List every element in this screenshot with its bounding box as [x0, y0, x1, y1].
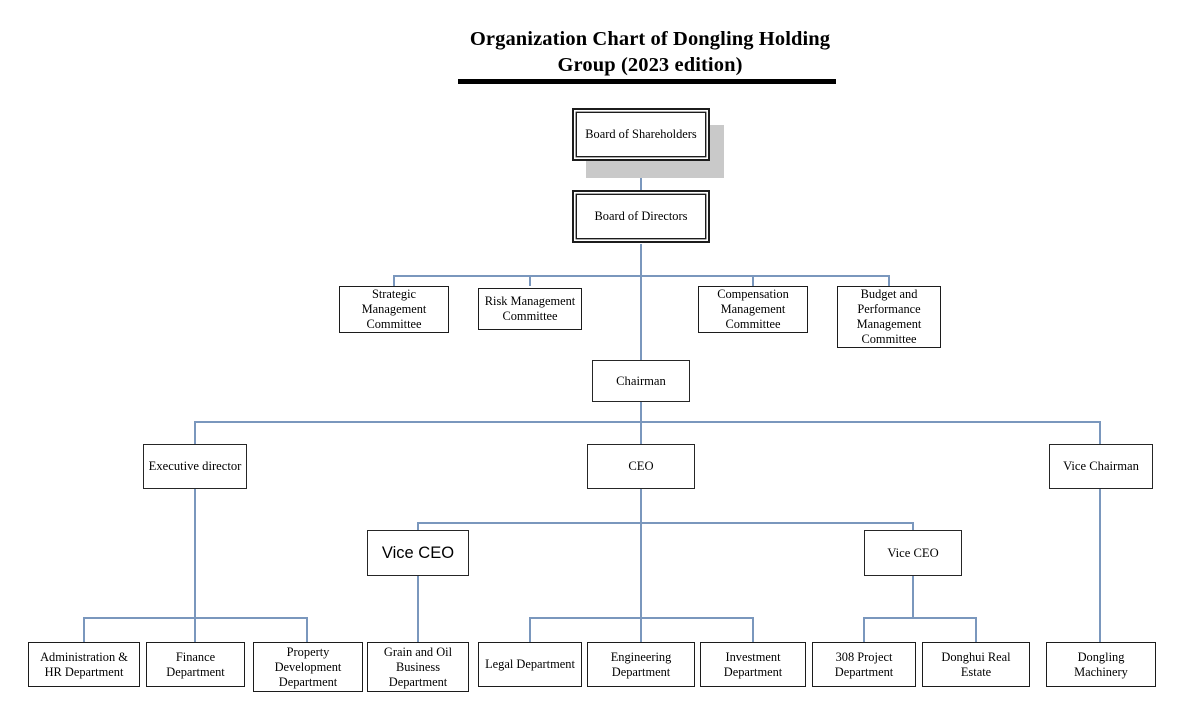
node-executive-director[interactable]: Executive director — [143, 444, 247, 489]
connector-to-budget-committee — [888, 275, 890, 286]
connector-vice-chairman-to-machinery — [1099, 489, 1101, 642]
node-grain-oil-business-department[interactable]: Grain and Oil Business Department — [367, 642, 469, 692]
title-underline-rule — [458, 79, 836, 84]
node-property-development-department[interactable]: Property Development Department — [253, 642, 363, 692]
connector-vice-ceo-right-bus — [863, 617, 976, 619]
connector-to-ceo — [640, 421, 642, 444]
connector-to-vice-chairman — [1099, 421, 1101, 444]
node-label-308-project-department: 308 Project Department — [834, 649, 894, 679]
connector-to-donghui-real-estate — [975, 617, 977, 642]
connector-directors-to-chairman — [640, 275, 642, 360]
node-legal-department[interactable]: Legal Department — [478, 642, 582, 687]
connector-to-executive-director — [194, 421, 196, 444]
node-chairman[interactable]: Chairman — [592, 360, 690, 402]
connector-shareholders-to-directors — [640, 166, 642, 190]
node-risk-management-committee[interactable]: Risk Management Committee — [478, 288, 582, 330]
connector-to-legal-department — [529, 617, 531, 642]
node-label-dongling-machinery: Dongling Machinery — [1074, 649, 1128, 679]
node-label-vice-ceo-left: Vice CEO — [381, 543, 455, 562]
connector-to-finance-department — [194, 617, 196, 642]
node-board-of-shareholders[interactable]: Board of Shareholders — [572, 108, 710, 161]
node-label-budget-performance-management-committee: Budget and Performance Management Commit… — [856, 287, 922, 346]
node-label-engineering-department: Engineering Department — [610, 649, 672, 679]
connector-vice-ceo-left-to-grain-oil — [417, 576, 419, 642]
node-label-grain-oil-business-department: Grain and Oil Business Department — [383, 644, 453, 689]
connector-to-admin-hr-department — [83, 617, 85, 642]
node-label-board-of-shareholders: Board of Shareholders — [585, 127, 697, 141]
node-board-of-directors[interactable]: Board of Directors — [572, 190, 710, 243]
node-308-project-department[interactable]: 308 Project Department — [812, 642, 916, 687]
chart-title: Organization Chart of Dongling Holding G… — [440, 26, 860, 78]
node-budget-performance-management-committee[interactable]: Budget and Performance Management Commit… — [837, 286, 941, 348]
connector-to-investment-department — [752, 617, 754, 642]
node-label-vice-ceo-right: Vice CEO — [887, 545, 939, 560]
node-vice-ceo-left[interactable]: Vice CEO — [367, 530, 469, 576]
connector-to-vice-ceo-right — [912, 522, 914, 530]
connector-ceo-stem — [640, 489, 642, 523]
connector-vice-ceo-bus — [418, 522, 914, 524]
chart-title-line-1: Organization Chart of Dongling Holding — [469, 28, 831, 50]
node-label-finance-department: Finance Department — [166, 649, 225, 679]
connector-executive-bus — [195, 421, 1101, 423]
node-strategic-management-committee[interactable]: Strategic Management Committee — [339, 286, 449, 333]
node-label-administration-hr-department: Administration & HR Department — [40, 649, 128, 679]
node-finance-department[interactable]: Finance Department — [146, 642, 245, 687]
node-vice-chairman[interactable]: Vice Chairman — [1049, 444, 1153, 489]
node-label-investment-department: Investment Department — [723, 649, 783, 679]
node-label-property-development-department: Property Development Department — [274, 644, 342, 689]
connector-to-308-project-department — [863, 617, 865, 642]
node-label-compensation-management-committee: Compensation Management Committee — [717, 287, 789, 331]
connector-committee-bus — [394, 275, 890, 277]
node-label-legal-department: Legal Department — [485, 657, 575, 671]
node-label-donghui-real-estate: Donghui Real Estate — [941, 649, 1011, 679]
node-compensation-management-committee[interactable]: Compensation Management Committee — [698, 286, 808, 333]
node-label-chairman: Chairman — [616, 373, 666, 388]
connector-to-compensation-committee — [752, 275, 754, 286]
connector-to-strategic-committee — [393, 275, 395, 286]
node-investment-department[interactable]: Investment Department — [700, 642, 806, 687]
node-label-executive-director: Executive director — [148, 459, 242, 473]
chart-title-line-2: Group (2023 edition) — [557, 54, 743, 76]
node-label-risk-management-committee: Risk Management Committee — [484, 294, 576, 323]
connector-chairman-stem — [640, 402, 642, 422]
connector-executive-director-stem — [194, 489, 196, 618]
node-dongling-machinery[interactable]: Dongling Machinery — [1046, 642, 1156, 687]
node-vice-ceo-right[interactable]: Vice CEO — [864, 530, 962, 576]
node-donghui-real-estate[interactable]: Donghui Real Estate — [922, 642, 1030, 687]
node-administration-hr-department[interactable]: Administration & HR Department — [28, 642, 140, 687]
connector-ceo-department-stem — [640, 522, 642, 618]
node-engineering-department[interactable]: Engineering Department — [587, 642, 695, 687]
node-label-strategic-management-committee: Strategic Management Committee — [361, 287, 427, 331]
connector-vice-ceo-right-stem — [912, 576, 914, 618]
node-label-ceo: CEO — [628, 459, 654, 473]
connector-to-property-department — [306, 617, 308, 642]
connector-executive-department-bus — [84, 617, 308, 619]
connector-to-engineering-department — [640, 617, 642, 642]
node-label-board-of-directors: Board of Directors — [594, 209, 688, 223]
connector-to-vice-ceo-left — [417, 522, 419, 530]
connector-directors-stem — [640, 244, 642, 276]
node-ceo[interactable]: CEO — [587, 444, 695, 489]
node-label-vice-chairman: Vice Chairman — [1063, 459, 1139, 473]
connector-to-risk-committee — [529, 275, 531, 286]
